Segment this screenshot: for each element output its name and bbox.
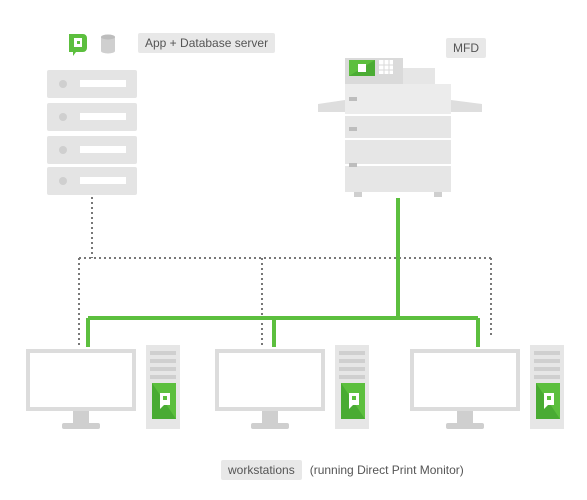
server-network-lines [78, 197, 492, 347]
workstations-label: workstations [221, 460, 302, 480]
database-icon [101, 34, 115, 54]
multifunction-printer-icon [318, 58, 482, 197]
workstation-1 [26, 345, 180, 429]
workstation-2 [215, 345, 369, 429]
papercut-logo-icon [152, 383, 176, 419]
server-label: App + Database server [138, 33, 276, 53]
workstations-caption: workstations (running Direct Print Monit… [221, 460, 464, 480]
papercut-logo-icon [536, 383, 560, 419]
mfd-network-lines [86, 198, 480, 347]
workstation-3 [410, 345, 564, 429]
server-rack-icon [47, 70, 137, 195]
papercut-logo-icon [69, 34, 87, 56]
mfd-label: MFD [446, 38, 486, 58]
workstations-note: (running Direct Print Monitor) [309, 463, 464, 477]
papercut-logo-icon [341, 383, 365, 419]
